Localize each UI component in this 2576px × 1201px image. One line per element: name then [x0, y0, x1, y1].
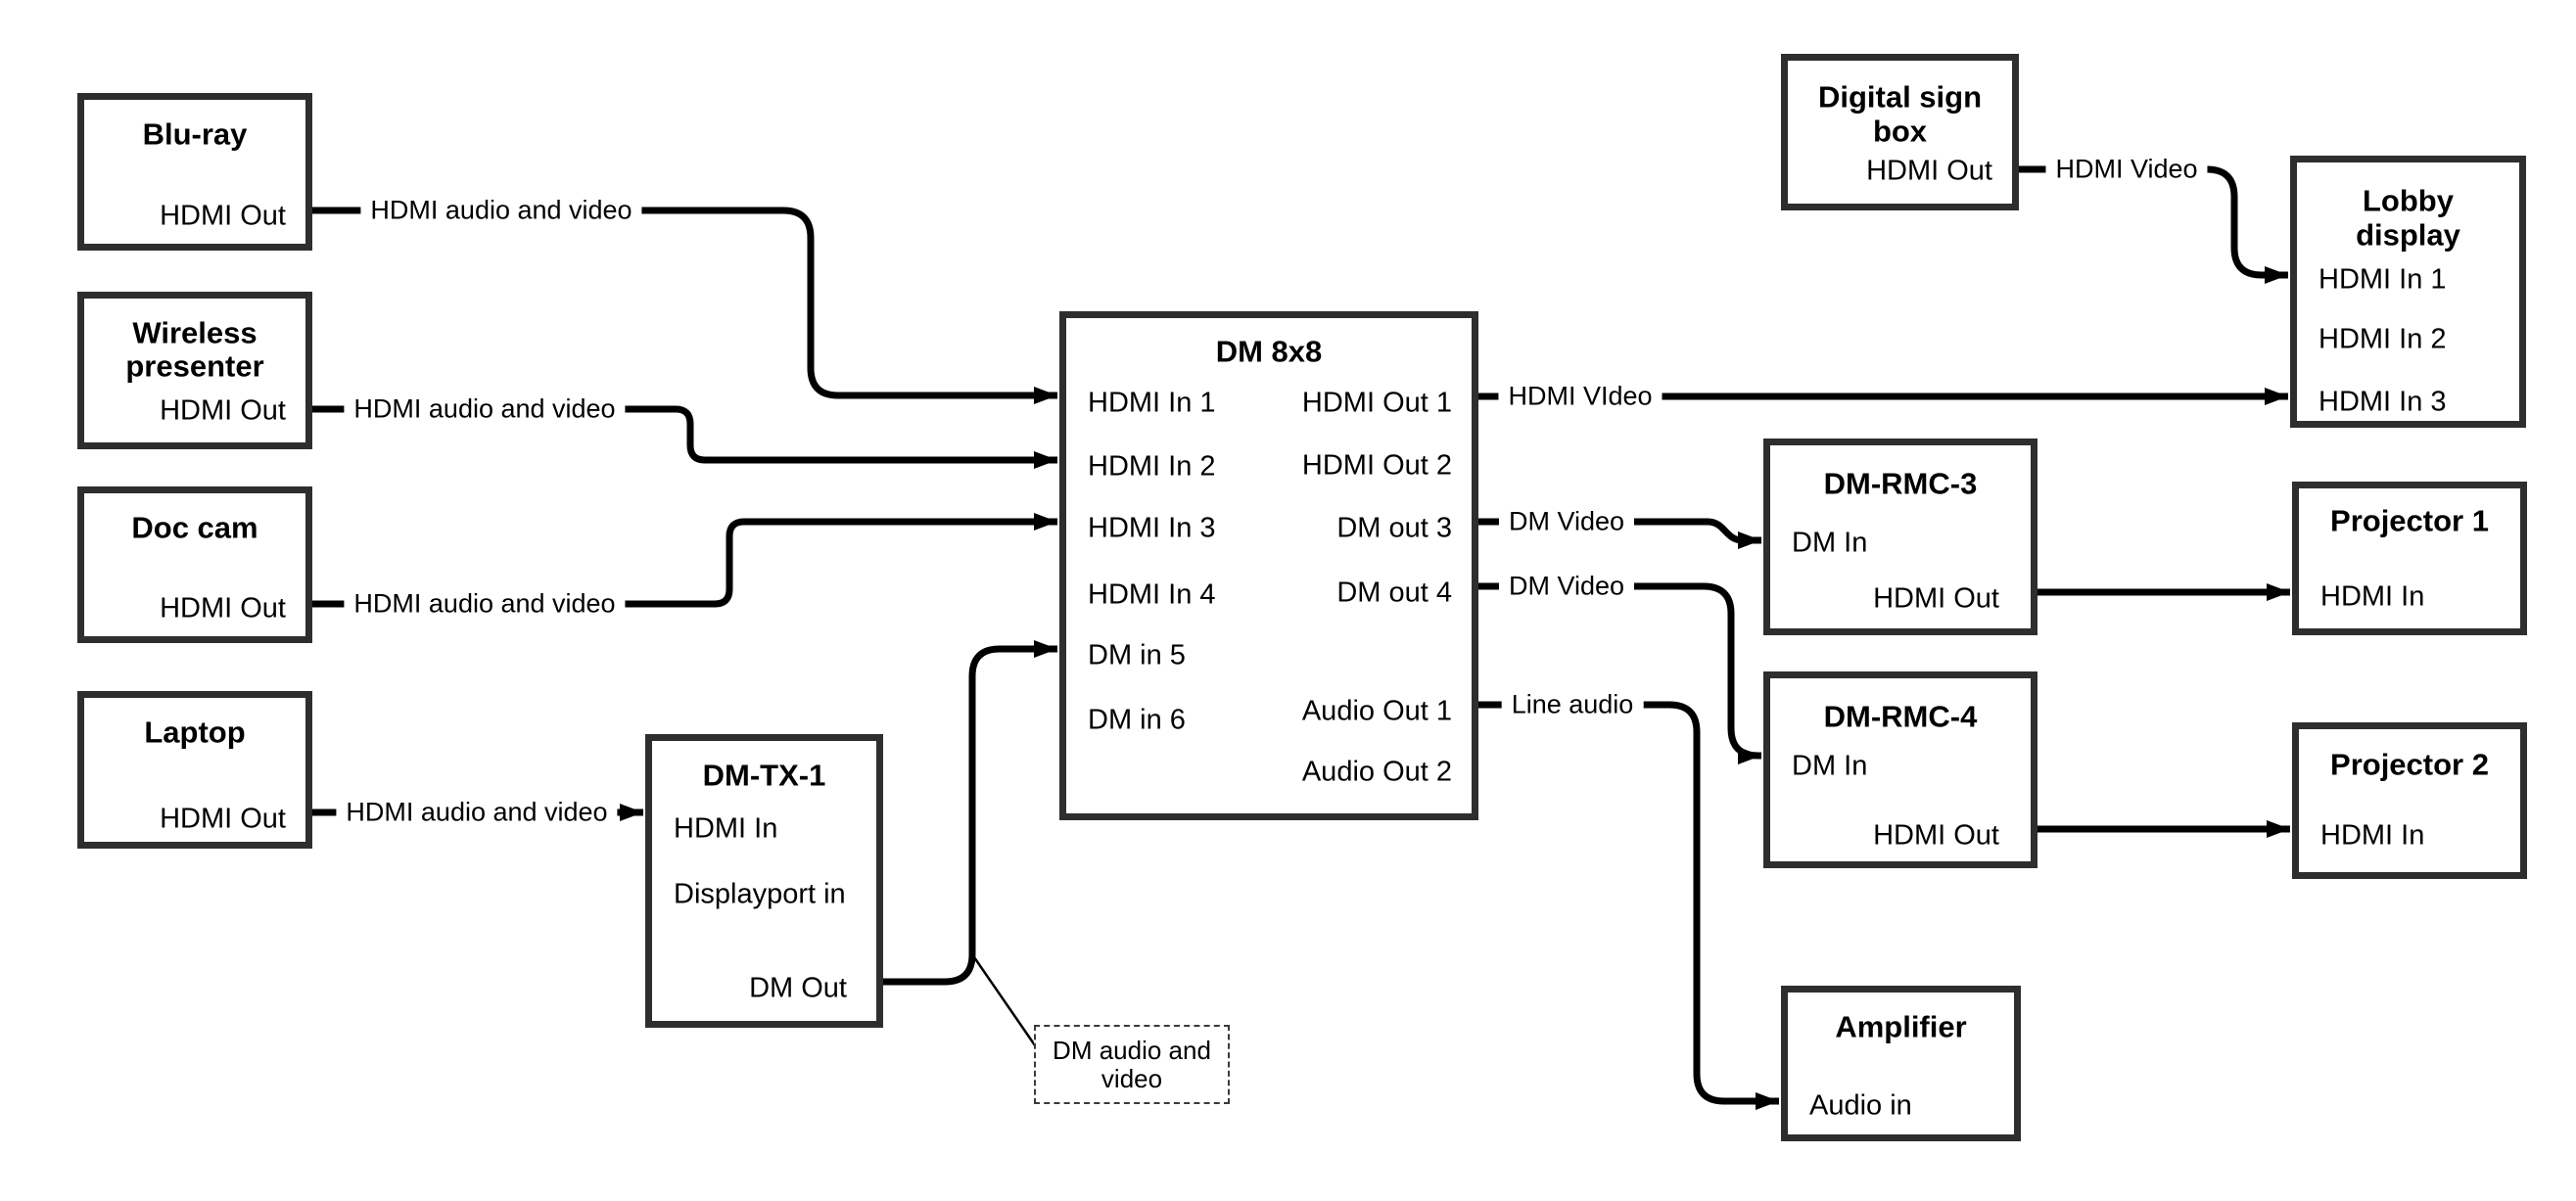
port-displayport-in: Displayport in	[674, 878, 846, 910]
node-blu-ray: Blu-ray HDMI Out	[77, 93, 312, 251]
port-dm-in-5: DM in 5	[1088, 639, 1186, 671]
node-title: Amplifier	[1835, 1009, 1967, 1044]
node-title: Blu-ray	[142, 116, 248, 152]
node-dm-rmc-4: DM-RMC-4 DM In HDMI Out	[1763, 671, 2037, 868]
port-hdmi-in-3: HDMI In 3	[1088, 512, 1216, 544]
port-hdmi-in-3: HDMI In 3	[2318, 386, 2447, 418]
edge-label-hdmi-audio-video-2: HDMI audio and video	[344, 393, 626, 425]
port-hdmi-in-4: HDMI In 4	[1088, 578, 1216, 611]
port-dm-out-3: DM out 3	[1336, 512, 1452, 544]
edge-label-hdmi-video-out1: HDMI VIdeo	[1498, 381, 1663, 412]
node-title: Projector 1	[2330, 503, 2489, 538]
port-hdmi-out: HDMI Out	[1873, 582, 1999, 615]
edge-label-hdmi-video: HDMI Video	[2045, 154, 2208, 185]
node-title: Wireless	[132, 315, 258, 350]
edge-doccam-to-dm8x8-hdmi-in-3	[312, 513, 1057, 608]
port-dm-in-6: DM in 6	[1088, 704, 1186, 736]
port-hdmi-in: HDMI In	[2320, 819, 2425, 852]
node-projector-1: Projector 1 HDMI In	[2292, 482, 2527, 635]
port-hdmi-out-1: HDMI Out 1	[1301, 387, 1452, 419]
node-digital-sign-box: Digital sign box HDMI Out	[1781, 54, 2019, 210]
port-hdmi-out: HDMI Out	[160, 803, 286, 835]
node-title: presenter	[125, 348, 264, 384]
node-dm-8x8: DM 8x8 HDMI In 1 HDMI In 2 HDMI In 3 HDM…	[1059, 311, 1478, 820]
node-projector-2: Projector 2 HDMI In	[2292, 722, 2527, 879]
port-hdmi-in-1: HDMI In 1	[1088, 387, 1216, 419]
port-hdmi-out: HDMI Out	[160, 200, 286, 232]
port-dm-out: DM Out	[749, 972, 847, 1004]
edge-bluray-to-dm8x8-hdmi-in-1	[312, 207, 1057, 404]
node-dm-rmc-3: DM-RMC-3 DM In HDMI Out	[1763, 439, 2037, 635]
callout-pointer-line	[972, 956, 1037, 1046]
edge-label-dm-video-1: DM Video	[1498, 506, 1635, 537]
edge-label-hdmi-audio-video-1: HDMI audio and video	[360, 195, 642, 226]
node-title: Lobby	[2363, 183, 2454, 218]
port-hdmi-in-2: HDMI In 2	[2318, 323, 2447, 355]
node-wireless-presenter: Wireless presenter HDMI Out	[77, 292, 312, 449]
port-dm-in: DM In	[1792, 750, 1868, 782]
port-dm-out-4: DM out 4	[1336, 577, 1452, 609]
edge-label-hdmi-audio-video-3: HDMI audio and video	[344, 588, 626, 620]
port-hdmi-out: HDMI Out	[160, 592, 286, 624]
edge-dm8x8-dmout4-to-rmc4-dm-in	[1478, 582, 1761, 764]
callout-dm-audio-and-video: DM audio and video	[1034, 1025, 1230, 1104]
node-title: Digital sign	[1817, 79, 1983, 115]
port-hdmi-out: HDMI Out	[160, 394, 286, 427]
port-hdmi-in-2: HDMI In 2	[1088, 450, 1216, 483]
node-title: DM 8x8	[1215, 334, 1323, 369]
node-amplifier: Amplifier Audio in	[1781, 986, 2021, 1141]
node-title: Laptop	[144, 715, 246, 750]
port-hdmi-out: HDMI Out	[1866, 155, 1992, 187]
edge-dmtx1-dmout-to-dm8x8-dm-in-5	[883, 640, 1057, 986]
port-audio-in: Audio in	[1809, 1089, 1912, 1122]
port-hdmi-out: HDMI Out	[1873, 819, 1999, 852]
node-laptop: Laptop HDMI Out	[77, 691, 312, 849]
edge-label-line-audio: Line audio	[1501, 689, 1644, 720]
port-dm-in: DM In	[1792, 527, 1868, 559]
edge-digisign-to-lobby-hdmi-in-1	[2019, 165, 2288, 284]
node-title: box	[1872, 114, 1928, 149]
edge-dm8x8-dmout3-to-rmc3-dm-in	[1478, 518, 1761, 549]
port-audio-out-2: Audio Out 2	[1301, 756, 1452, 788]
edge-label-hdmi-audio-video-4: HDMI audio and video	[336, 797, 618, 828]
node-title: DM-RMC-3	[1823, 466, 1978, 501]
port-hdmi-in: HDMI In	[2320, 580, 2425, 613]
node-title: display	[2356, 217, 2460, 253]
port-hdmi-in: HDMI In	[674, 812, 778, 845]
node-lobby-display: Lobby display HDMI In 1 HDMI In 2 HDMI I…	[2290, 156, 2526, 428]
edge-dm8x8-audioout1-to-amplifier	[1478, 701, 1779, 1110]
node-title: DM-RMC-4	[1823, 699, 1978, 734]
edge-label-dm-video-2: DM Video	[1498, 571, 1635, 602]
edge-wireless-to-dm8x8-hdmi-in-2	[312, 405, 1057, 469]
port-hdmi-in-1: HDMI In 1	[2318, 263, 2447, 296]
port-hdmi-out-2: HDMI Out 2	[1301, 449, 1452, 482]
node-title: Doc cam	[131, 510, 258, 545]
node-title: DM-TX-1	[702, 758, 826, 793]
node-title: Projector 2	[2330, 747, 2489, 782]
node-doc-cam: Doc cam HDMI Out	[77, 486, 312, 643]
port-audio-out-1: Audio Out 1	[1301, 695, 1452, 727]
node-dm-tx-1: DM-TX-1 HDMI In Displayport in DM Out	[645, 734, 883, 1028]
